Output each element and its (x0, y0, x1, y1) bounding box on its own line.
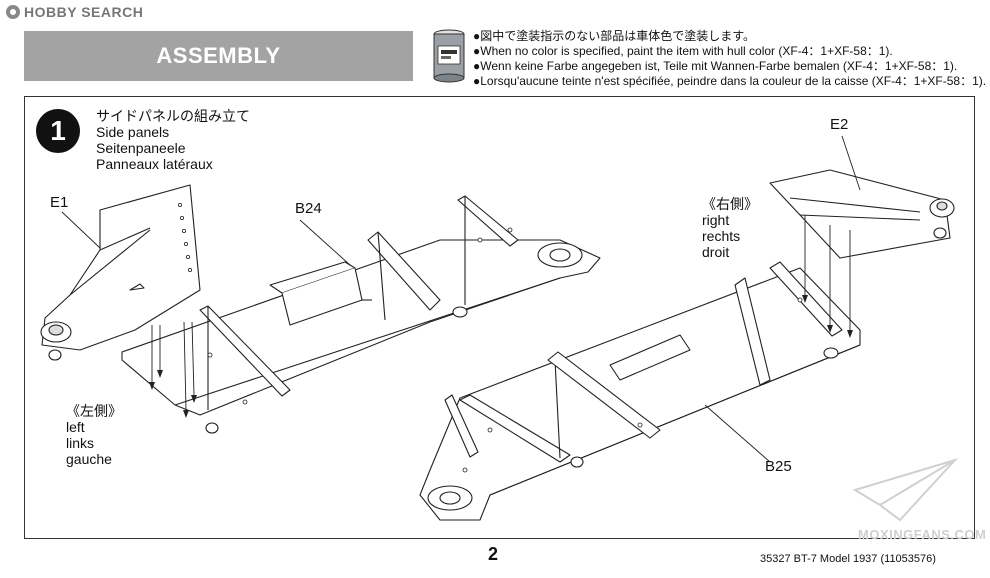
part-b24-drawing (121, 195, 601, 434)
label-b24: B24 (295, 200, 322, 217)
left-side-jp: 《左側》 (66, 403, 122, 419)
left-side-en: left (66, 419, 85, 435)
label-e1: E1 (50, 194, 69, 211)
hobbysearch-logo-icon (6, 5, 20, 19)
step-title: サイドパネルの組み立て Side panels Seitenpaneele Pa… (96, 108, 250, 172)
note-jp: ●図中で塗装指示のない部品は車体色で塗装します。 (473, 29, 756, 43)
page-number: 2 (488, 544, 499, 564)
step-title-en: Side panels (96, 124, 170, 140)
part-b25-drawing (419, 261, 861, 521)
part-e1-drawing (40, 184, 201, 361)
label-e2: E2 (830, 116, 849, 133)
right-side-label: 《右側》 right rechts droit (702, 196, 758, 260)
step-title-fr: Panneaux latéraux (96, 156, 213, 172)
step-frame (24, 96, 975, 539)
moxingfans-watermark: MOXINGFANS.COM (858, 527, 987, 542)
note-de: ●Wenn keine Farbe angegeben ist, Teile m… (473, 59, 958, 73)
step-title-de: Seitenpaneele (96, 140, 186, 156)
paper-plane-watermark (852, 457, 959, 522)
model-footer: 35327 BT-7 Model 1937 (11053576) (760, 553, 936, 565)
right-side-fr: droit (702, 244, 730, 260)
right-side-de: rechts (702, 228, 741, 244)
left-side-fr: gauche (66, 451, 112, 467)
label-b25: B25 (765, 458, 792, 475)
paint-notes: ●図中で塗装指示のない部品は車体色で塗装します。 ●When no color … (473, 29, 986, 89)
paint-can-icon (433, 29, 465, 83)
right-side-jp: 《右側》 (702, 196, 758, 212)
left-side-de: links (66, 435, 95, 451)
watermark-brand: HOBBY SEARCH (24, 4, 144, 20)
assembly-title: ASSEMBLY (156, 43, 281, 68)
assembly-banner (24, 31, 413, 81)
step-number: 1 (36, 109, 80, 153)
left-side-label: 《左側》 left links gauche (66, 403, 122, 467)
part-e2-drawing (769, 169, 955, 259)
right-side-en: right (702, 212, 730, 228)
hobbysearch-watermark: HOBBY SEARCH (6, 4, 143, 20)
note-fr: ●Lorsqu'aucune teinte n'est spécifiée, p… (473, 74, 987, 88)
note-en: ●When no color is specified, paint the i… (473, 44, 893, 58)
step-title-jp: サイドパネルの組み立て (96, 108, 250, 124)
